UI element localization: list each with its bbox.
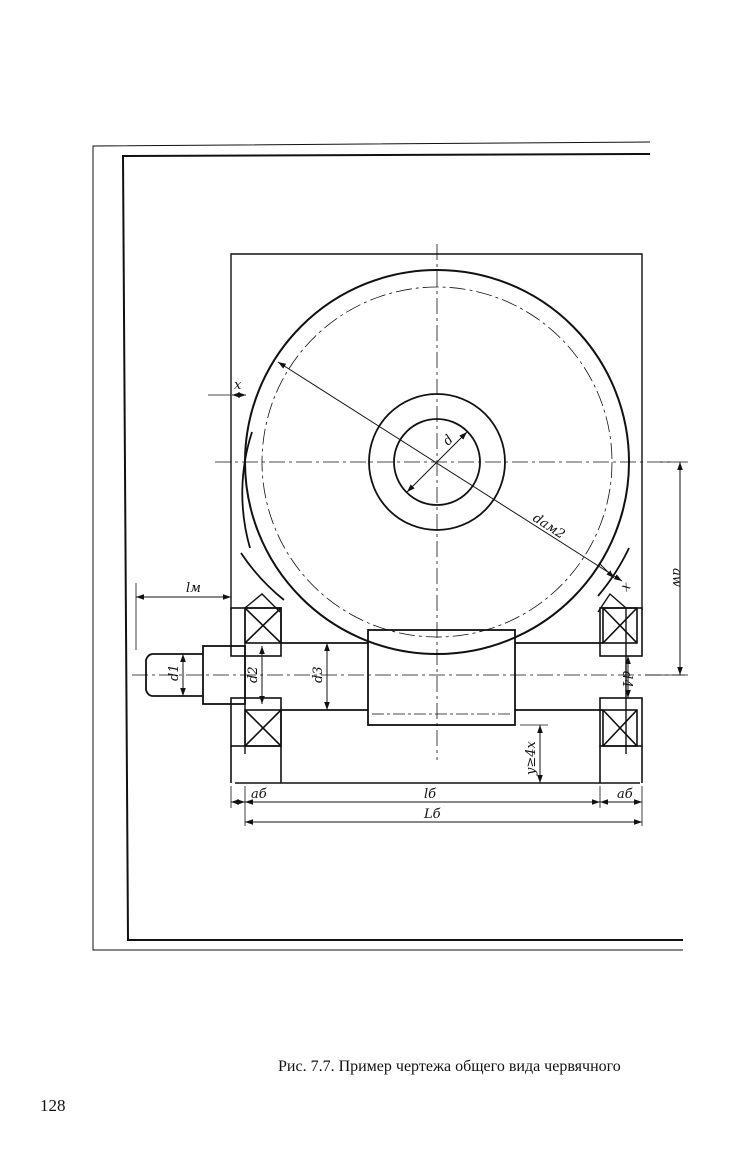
label-l-m: lм xyxy=(186,581,201,596)
label-d1: d1 xyxy=(167,664,182,681)
label-d3: d3 xyxy=(311,666,326,683)
label-d: d xyxy=(440,432,456,448)
bearing-left xyxy=(231,608,281,783)
bearing-right xyxy=(600,608,642,783)
label-d-am2: dам2 xyxy=(530,511,568,543)
label-a-b-left: aб xyxy=(251,787,267,802)
label-d4: d4 xyxy=(619,671,634,688)
label-x-top: x xyxy=(234,378,242,393)
page-number: 128 xyxy=(40,1096,66,1116)
label-a-b-right: aб xyxy=(617,787,633,802)
figure-caption: Рис. 7.7. Пример чертежа общего вида чер… xyxy=(278,1058,621,1076)
label-a-w: aw xyxy=(669,568,684,587)
dim-x-right xyxy=(600,564,614,578)
label-y: y≥4x xyxy=(524,740,539,776)
label-L-b: Lб xyxy=(423,807,441,822)
label-d2: d2 xyxy=(246,666,261,683)
sheet-frame xyxy=(93,142,683,950)
label-x-right: x xyxy=(618,579,634,595)
center-lines xyxy=(132,244,685,760)
label-l-b: lб xyxy=(424,787,436,802)
